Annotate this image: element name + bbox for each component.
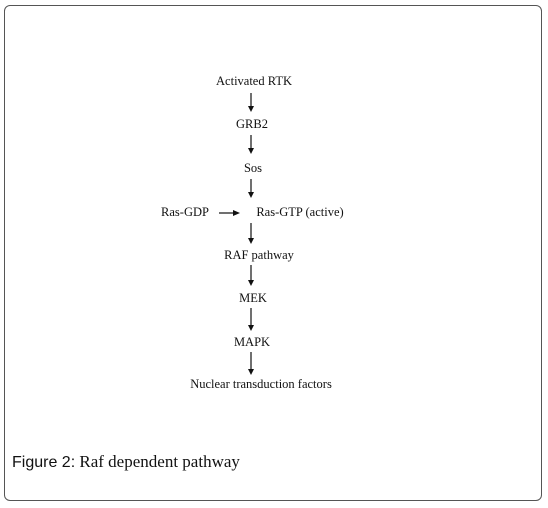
node-raf-pathway: RAF pathway <box>224 248 294 262</box>
arrow-sos-to-ras-gtp <box>248 179 254 198</box>
node-mek: MEK <box>239 291 267 305</box>
arrow-grb2-to-sos <box>248 135 254 154</box>
node-sos: Sos <box>243 161 263 175</box>
node-nuclear-transduction-factors: Nuclear transduction factors <box>190 377 332 391</box>
node-ras-gdp: Ras-GDP <box>161 205 209 219</box>
arrow-ras-gdp-to-ras-gtp <box>219 210 240 216</box>
node-grb2: GRB2 <box>236 117 268 131</box>
arrow-ras-gtp-to-raf <box>248 223 254 244</box>
node-activated-rtk: Activated RTK <box>216 74 292 88</box>
arrow-mek-to-mapk <box>248 308 254 331</box>
node-ras-gtp: Ras-GTP (active) <box>256 205 344 219</box>
figure-caption-label: Figure 2: <box>12 454 76 471</box>
arrow-mapk-to-nuclear <box>248 352 254 375</box>
arrow-rtk-to-grb2 <box>248 93 254 112</box>
node-mapk: MAPK <box>233 335 271 349</box>
figure-caption-text: Raf dependent pathway <box>75 452 240 471</box>
figure-frame <box>4 5 542 501</box>
arrow-raf-to-mek <box>248 265 254 286</box>
figure-caption: Figure 2: Raf dependent pathway <box>12 452 240 472</box>
